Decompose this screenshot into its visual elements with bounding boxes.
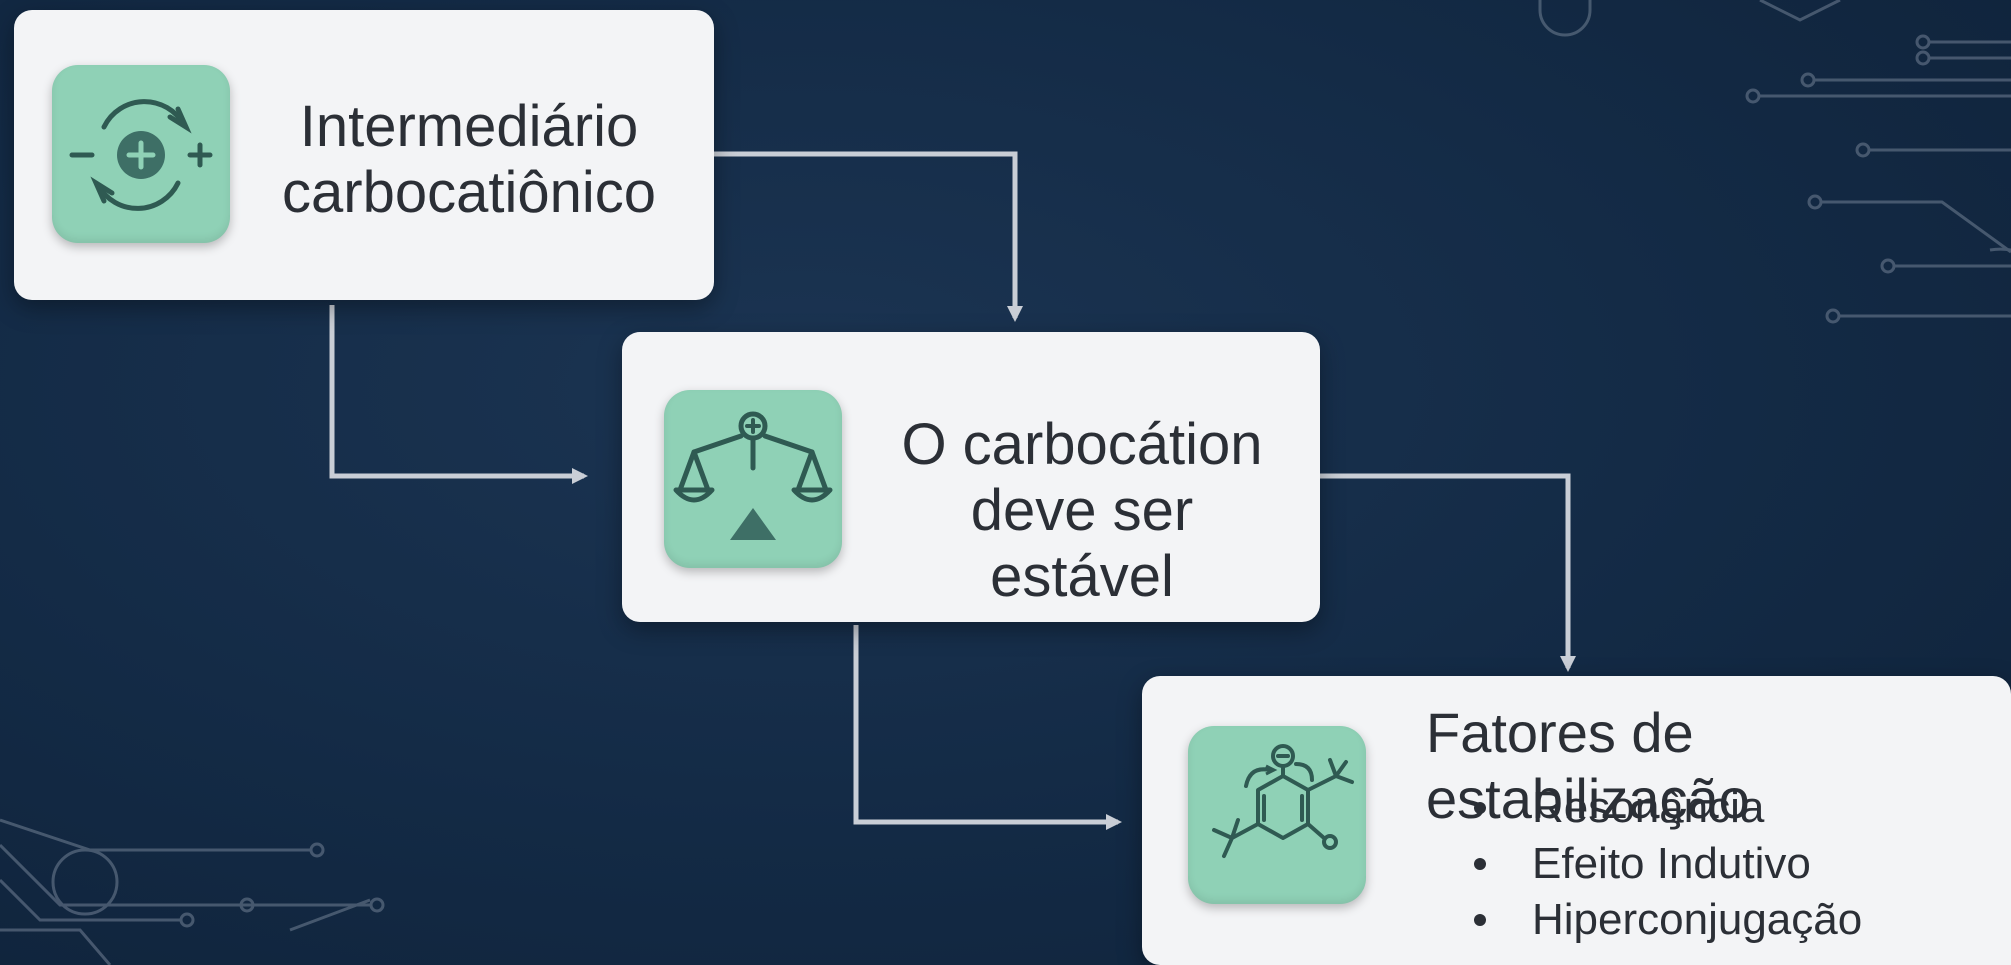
arrow-stable-to-factors-top <box>1320 473 1576 672</box>
factor-item: Resonância <box>1462 780 1862 836</box>
node-stable-line1: O carbocátion <box>901 412 1263 477</box>
balance-scale-icon <box>673 411 833 540</box>
node-factors-card: Fatores de estabilização Resonância Efei… <box>1142 676 2011 965</box>
node-intermediate-title: Intermediário carbocatiônico <box>264 94 674 226</box>
node-intermediate-icon-tile <box>52 65 230 243</box>
node-stable-card: O carbocátion deve ser estável <box>622 332 1320 622</box>
factors-list: Resonância Efeito Indutivo Hiperconjugaç… <box>1462 780 1862 948</box>
factor-item: Hiperconjugação <box>1462 892 1862 948</box>
factor-item: Efeito Indutivo <box>1462 836 1862 892</box>
node-intermediate-line1: Intermediário <box>299 94 639 159</box>
node-factors-icon-tile <box>1188 726 1366 904</box>
node-stable-icon-tile <box>664 390 842 568</box>
arrow-intermediate-to-stable-top <box>712 151 1023 322</box>
arrow-stable-to-factors-left <box>853 625 1122 830</box>
node-intermediate-card: Intermediário carbocatiônico <box>14 10 714 300</box>
node-factors-title: Fatores de estabilização <box>1426 701 1750 830</box>
node-intermediate-line2: carbocatiônico <box>282 160 656 225</box>
arrow-intermediate-to-stable-left <box>329 305 588 484</box>
carbocation-cycle-icon <box>69 99 213 211</box>
molecule-structure-icon <box>1212 744 1354 858</box>
node-stable-line2: deve ser estável <box>970 478 1194 609</box>
node-stable-title: O carbocátion deve ser estável <box>872 412 1292 610</box>
